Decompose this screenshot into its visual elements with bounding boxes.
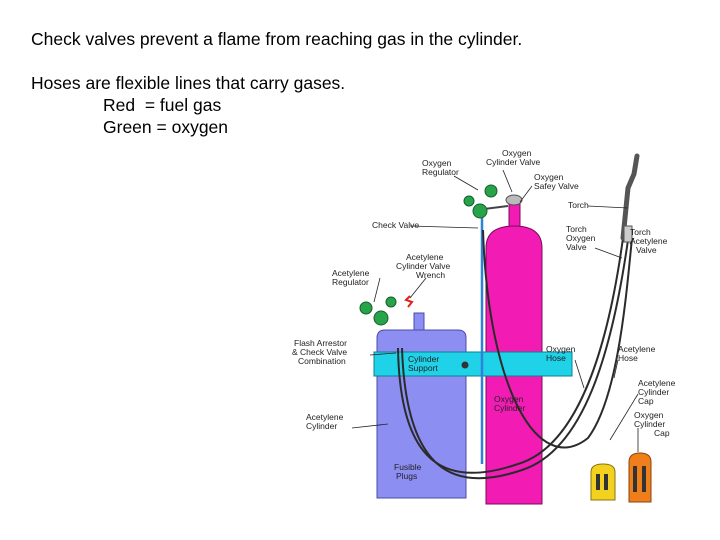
check-valves-sentence: Check valves prevent a flame from reachi… bbox=[31, 29, 523, 49]
acetylene-regulator bbox=[359, 295, 425, 331]
green-oxygen-line: Green = oxygen bbox=[103, 117, 229, 137]
torch bbox=[620, 153, 640, 243]
red-fuel-gas-line: Red = fuel gas bbox=[103, 95, 222, 115]
oxygen-regulator bbox=[463, 184, 509, 219]
slide-text: Check valves prevent a flame from reachi… bbox=[31, 28, 522, 138]
leader-lines bbox=[351, 169, 639, 452]
label-check-valve: Check Valve bbox=[372, 220, 419, 230]
oxygen-cylinder-cap bbox=[628, 452, 652, 503]
paragraph-gap bbox=[31, 50, 522, 72]
cylinder-support bbox=[373, 351, 573, 377]
hoses-sentence: Hoses are flexible lines that carry gase… bbox=[31, 73, 346, 93]
hoses bbox=[397, 229, 633, 480]
label-torch: Torch bbox=[568, 200, 589, 210]
acetylene-cylinder-cap bbox=[590, 463, 616, 501]
